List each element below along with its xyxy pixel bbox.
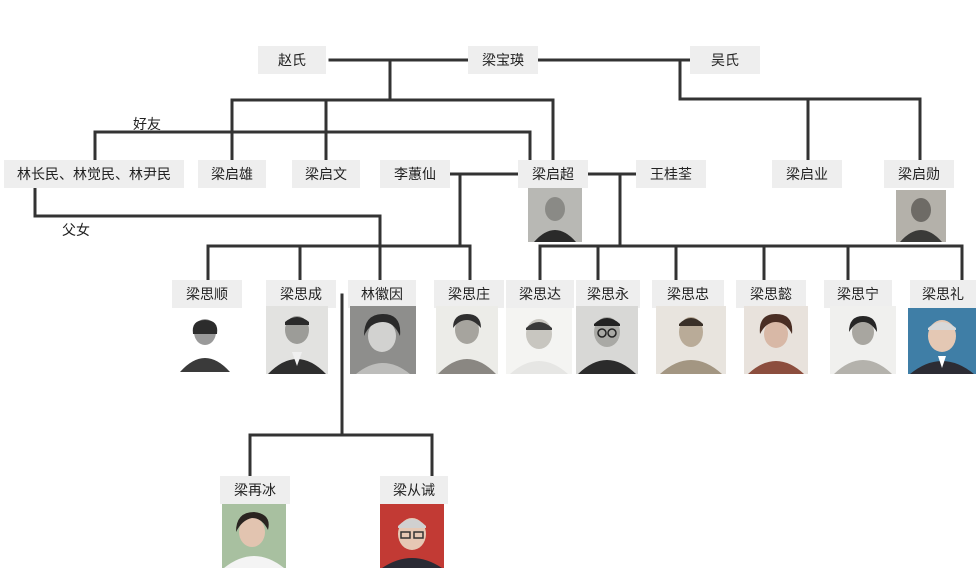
node-liang-siyi: 梁思懿	[736, 280, 806, 308]
node-liang-qiye: 梁启业	[772, 160, 842, 188]
node-liang-sili: 梁思礼	[910, 280, 976, 308]
photo-liang-zaibing	[222, 504, 286, 568]
node-liang-qiwen: 梁启文	[292, 160, 360, 188]
photo-liang-qichao	[528, 188, 582, 242]
photo-liang-congjie	[380, 504, 444, 568]
photo-lin-huiyin	[350, 306, 416, 374]
node-liang-sizhong: 梁思忠	[652, 280, 724, 308]
photo-liang-siyong	[576, 306, 638, 374]
node-liang-qixun: 梁启勋	[884, 160, 954, 188]
node-liang-sining: 梁思宁	[824, 280, 892, 308]
photo-liang-sicheng	[266, 306, 328, 374]
label-father-daughter: 父女	[62, 223, 90, 239]
node-liang-zaibing: 梁再冰	[220, 476, 290, 504]
photo-liang-sishun	[176, 310, 234, 372]
node-liang-baoying: 梁宝瑛	[468, 46, 538, 74]
photo-liang-qixun	[896, 190, 946, 242]
photo-liang-sili	[908, 308, 976, 374]
node-liang-qichao: 梁启超	[518, 160, 588, 188]
node-zhao: 赵氏	[258, 46, 326, 74]
node-liang-qixiong: 梁启雄	[198, 160, 266, 188]
label-friend: 好友	[133, 117, 161, 133]
node-lin-brothers: 林长民、林觉民、林尹民	[4, 160, 184, 188]
photo-liang-sizhuang	[436, 306, 498, 374]
node-lin-huiyin: 林徽因	[348, 280, 416, 308]
node-liang-sishun: 梁思顺	[172, 280, 242, 308]
photo-liang-sida	[506, 308, 572, 374]
photo-liang-sining	[830, 306, 896, 374]
node-li-huixian: 李蕙仙	[380, 160, 450, 188]
node-wang-guiquan: 王桂荃	[636, 160, 706, 188]
node-liang-sizhuang: 梁思庄	[434, 280, 504, 308]
node-liang-congjie: 梁从诫	[380, 476, 448, 504]
photo-liang-siyi	[744, 306, 808, 374]
node-liang-sida: 梁思达	[506, 280, 574, 308]
node-liang-siyong: 梁思永	[576, 280, 640, 308]
node-liang-sicheng: 梁思成	[266, 280, 336, 308]
node-wu: 吴氏	[690, 46, 760, 74]
photo-liang-sizhong	[656, 306, 726, 374]
